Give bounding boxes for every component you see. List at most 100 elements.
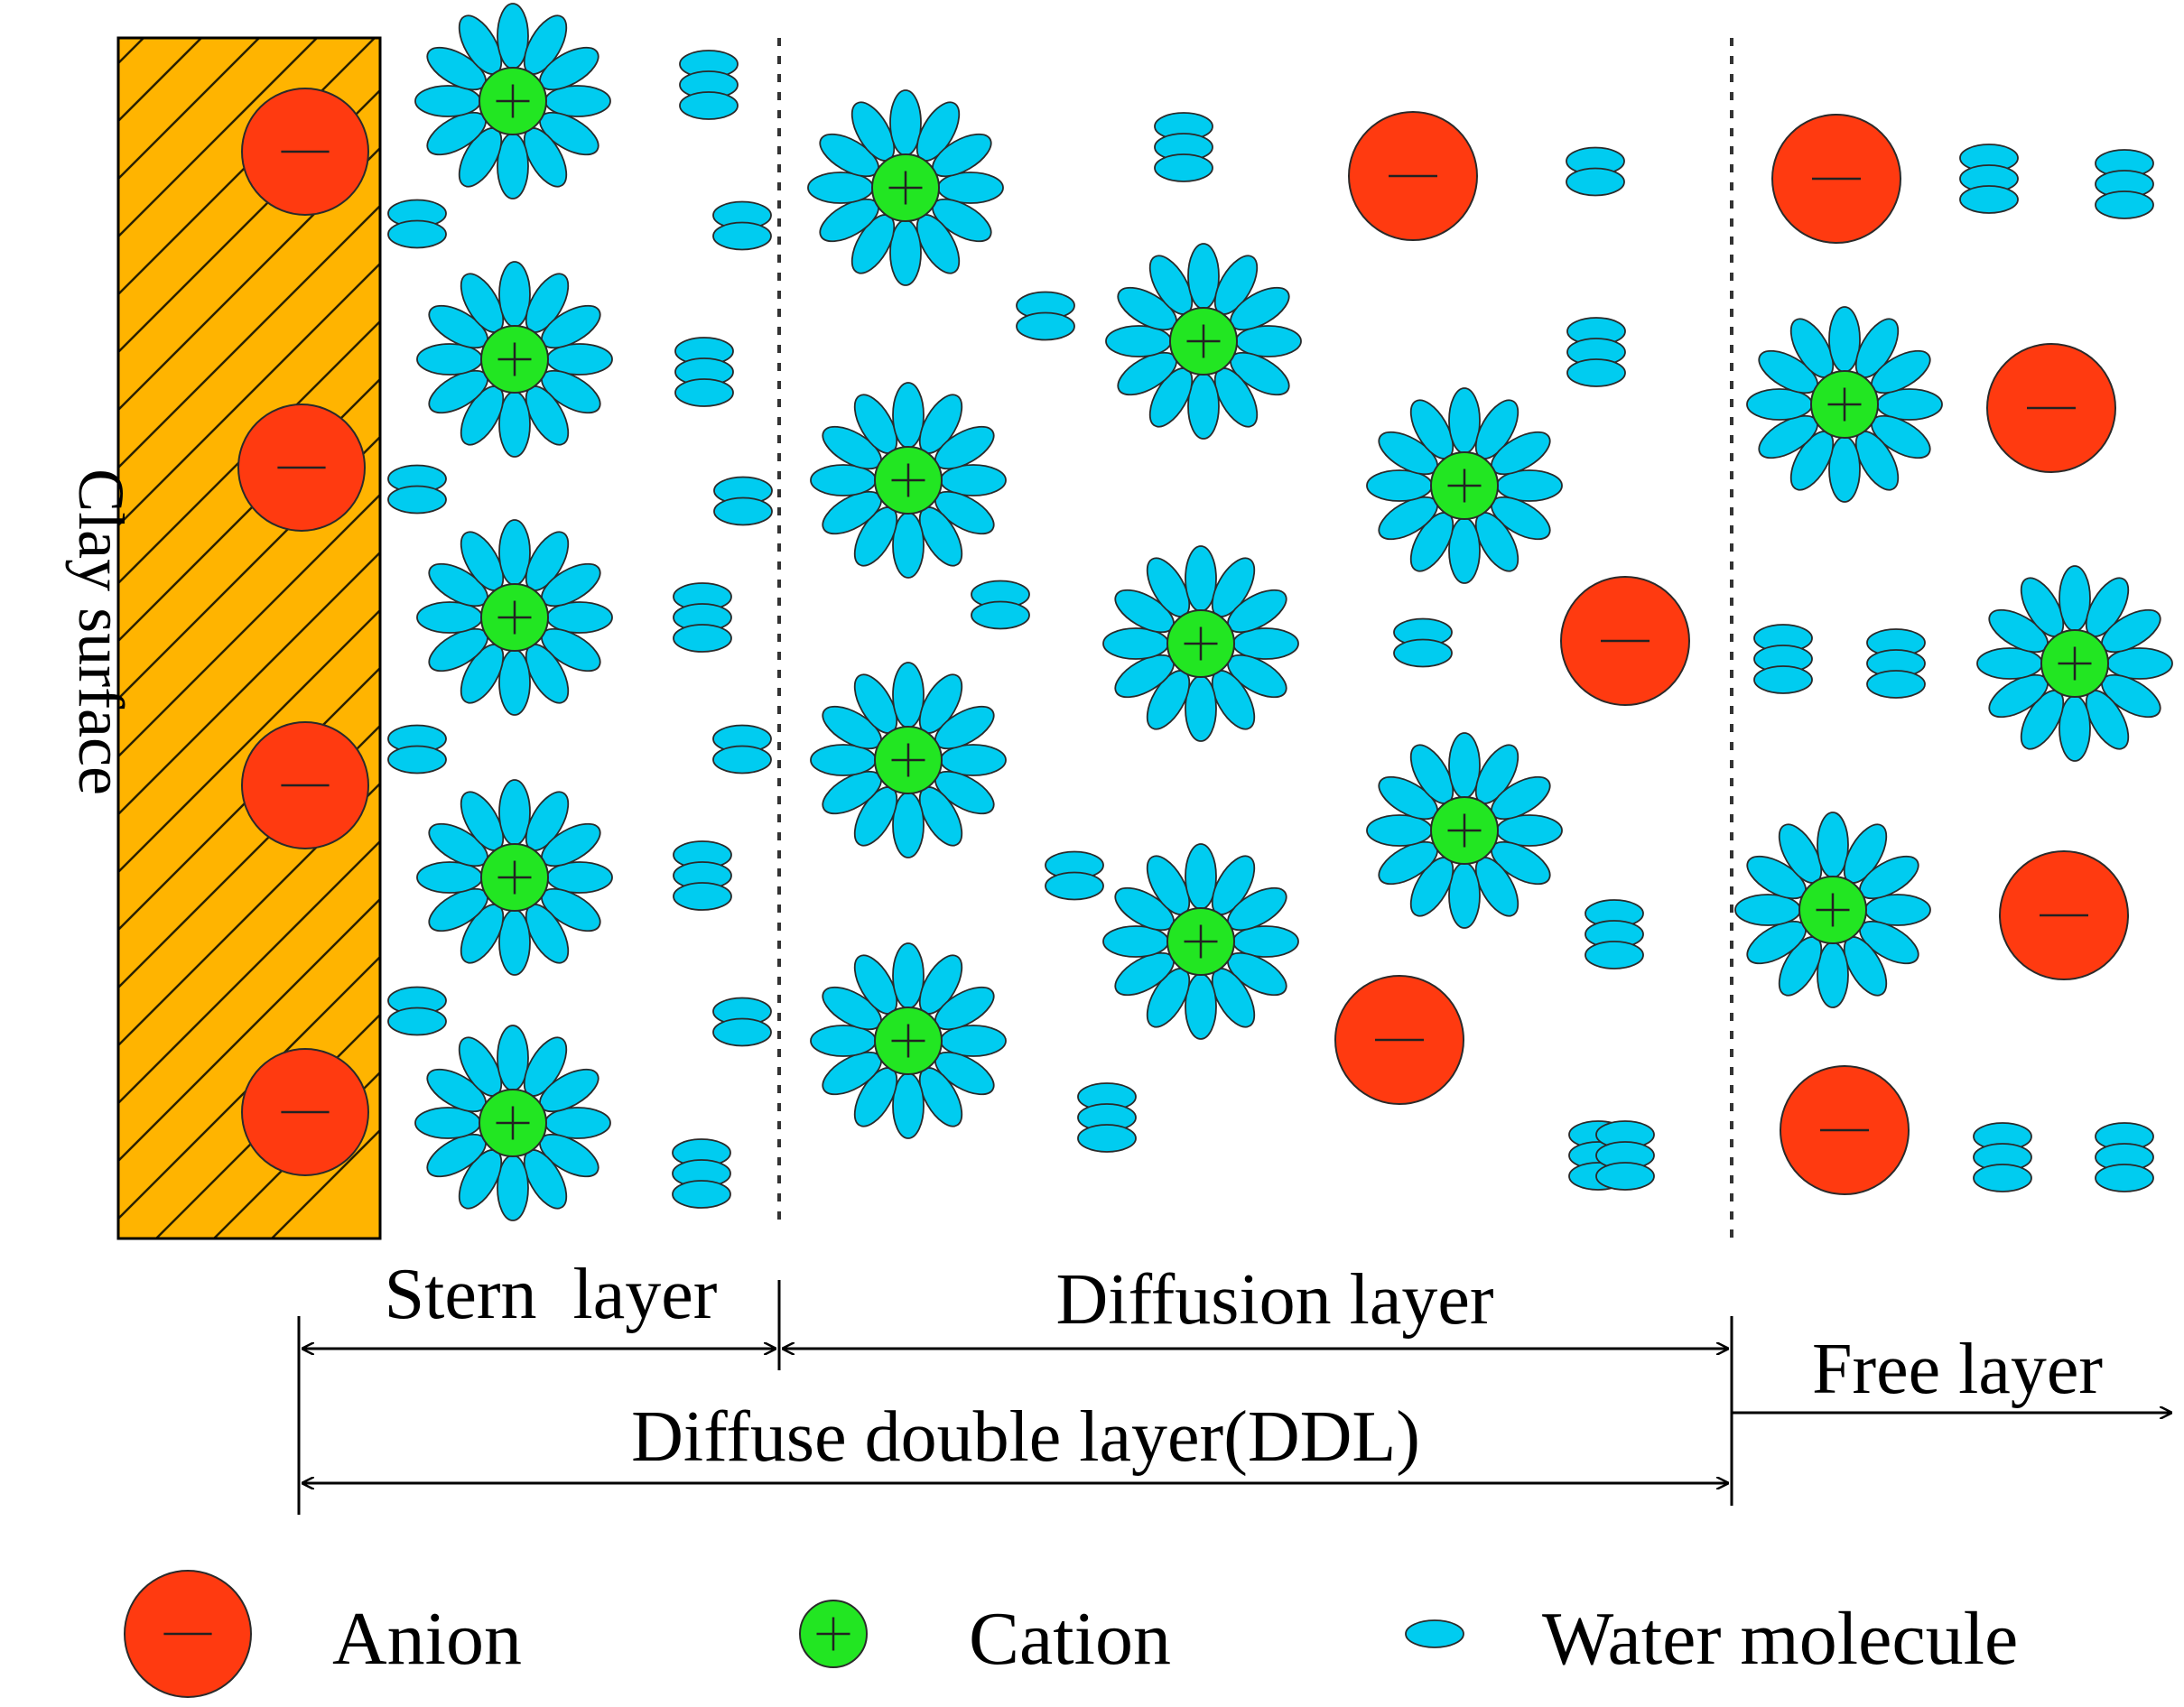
water-molecule bbox=[387, 219, 447, 249]
water-molecule-stack bbox=[387, 724, 447, 775]
water-molecule bbox=[892, 792, 925, 858]
hydrated-cation bbox=[1105, 243, 1302, 440]
water-molecule bbox=[387, 485, 447, 515]
water-molecule bbox=[497, 133, 529, 199]
water-molecule bbox=[1566, 167, 1625, 197]
water-molecule bbox=[1746, 388, 1813, 421]
water-molecule bbox=[498, 649, 531, 716]
water-molecule bbox=[892, 942, 925, 1009]
water-molecule-stack bbox=[1973, 1122, 2032, 1192]
water-molecule bbox=[1448, 732, 1481, 799]
water-molecule bbox=[892, 662, 925, 728]
surface-anion bbox=[237, 404, 366, 532]
clay-surface-block bbox=[116, 36, 382, 1240]
water-molecule bbox=[1185, 545, 1217, 612]
water-molecule bbox=[712, 221, 772, 251]
water-molecule bbox=[892, 1072, 925, 1139]
water-molecule-stack bbox=[1566, 146, 1625, 197]
cation-core bbox=[480, 583, 549, 652]
clay-surface-label: Clay surface bbox=[65, 468, 137, 795]
water-molecule bbox=[497, 1155, 529, 1221]
stern-layer-label: Stern layer bbox=[385, 1255, 718, 1334]
water-molecule bbox=[498, 261, 531, 328]
water-molecule bbox=[1232, 925, 1299, 958]
water-molecule bbox=[414, 1107, 481, 1139]
diffusion-layer-label: Diffusion layer bbox=[1055, 1260, 1493, 1340]
cation-core bbox=[480, 325, 549, 394]
water-molecule bbox=[1866, 670, 1926, 699]
water-molecule bbox=[807, 172, 874, 204]
water-molecule bbox=[1232, 627, 1299, 660]
hydrated-cation bbox=[1102, 545, 1299, 742]
cation-core bbox=[1430, 796, 1499, 865]
water-molecule bbox=[1817, 942, 1849, 1008]
water-molecule-stack bbox=[712, 200, 772, 251]
water-molecule bbox=[416, 343, 483, 376]
water-molecule bbox=[1102, 925, 1169, 958]
water-molecule-stack bbox=[1154, 112, 1213, 182]
legend-anion-symbol bbox=[124, 1570, 252, 1698]
water-molecule bbox=[673, 624, 732, 653]
water-molecule bbox=[892, 512, 925, 579]
water-molecule bbox=[1185, 843, 1217, 910]
water-molecule-stack bbox=[1077, 1082, 1137, 1153]
cation-core bbox=[874, 726, 943, 794]
water-molecule bbox=[498, 519, 531, 586]
water-molecule bbox=[1595, 1162, 1655, 1191]
water-molecule-stack bbox=[712, 724, 772, 775]
water-molecule-stack bbox=[1016, 291, 1075, 341]
hydrated-cation bbox=[416, 779, 613, 976]
water-molecule bbox=[498, 909, 531, 976]
legend-anion-label: Anion bbox=[332, 1597, 522, 1681]
water-molecule bbox=[1077, 1124, 1137, 1153]
water-molecule bbox=[892, 382, 925, 449]
water-molecule bbox=[1496, 814, 1563, 847]
hydrated-cation bbox=[1746, 306, 1943, 503]
water-molecule-stack bbox=[674, 337, 734, 407]
hydrated-cation bbox=[1366, 732, 1563, 929]
hydrated-cation bbox=[414, 1025, 611, 1221]
water-molecule-stack bbox=[712, 997, 772, 1047]
water-molecule bbox=[810, 464, 877, 496]
free-anion bbox=[1348, 111, 1478, 241]
cation-core bbox=[1798, 876, 1867, 944]
water-molecule bbox=[1585, 941, 1644, 969]
water-molecule bbox=[387, 1007, 447, 1036]
water-molecule-stack bbox=[1595, 1120, 1655, 1191]
water-molecule-stack bbox=[713, 476, 773, 526]
water-molecule bbox=[1753, 665, 1813, 694]
water-molecule bbox=[1235, 325, 1302, 357]
hydrated-cation bbox=[810, 382, 1007, 579]
water-molecule bbox=[546, 861, 613, 894]
water-molecule-stack bbox=[387, 199, 447, 249]
free-layer-label: Free layer bbox=[1812, 1330, 2103, 1409]
cation-core bbox=[871, 153, 940, 222]
free-anion bbox=[1771, 114, 1901, 244]
water-molecule bbox=[1566, 358, 1626, 387]
cation-core bbox=[1430, 451, 1499, 520]
free-anion bbox=[1334, 975, 1464, 1105]
water-molecule bbox=[810, 744, 877, 776]
water-molecule bbox=[673, 882, 732, 911]
cation-core bbox=[874, 446, 943, 515]
water-molecule bbox=[1016, 311, 1075, 341]
water-molecule-stack bbox=[1566, 317, 1626, 387]
ddl-label: Diffuse double layer(DDL) bbox=[631, 1397, 1420, 1477]
water-molecule-stack bbox=[1585, 899, 1644, 969]
water-molecule bbox=[497, 1025, 529, 1091]
water-molecule bbox=[2059, 695, 2091, 762]
water-molecule bbox=[497, 3, 529, 70]
hydrated-cation bbox=[810, 942, 1007, 1139]
legend-cation-symbol bbox=[799, 1600, 868, 1668]
water-molecule-stack bbox=[1753, 624, 1813, 694]
free-anion bbox=[1560, 576, 1690, 706]
water-molecule bbox=[937, 172, 1004, 204]
water-molecule bbox=[2095, 190, 2154, 219]
legend-water-ellipse bbox=[1405, 1619, 1464, 1648]
water-molecule bbox=[1045, 871, 1104, 901]
legend-cation-circle bbox=[799, 1600, 868, 1668]
water-molecule-stack bbox=[673, 582, 732, 653]
water-molecule bbox=[1828, 436, 1861, 503]
water-molecule bbox=[1187, 373, 1220, 440]
water-molecule bbox=[810, 1025, 877, 1057]
